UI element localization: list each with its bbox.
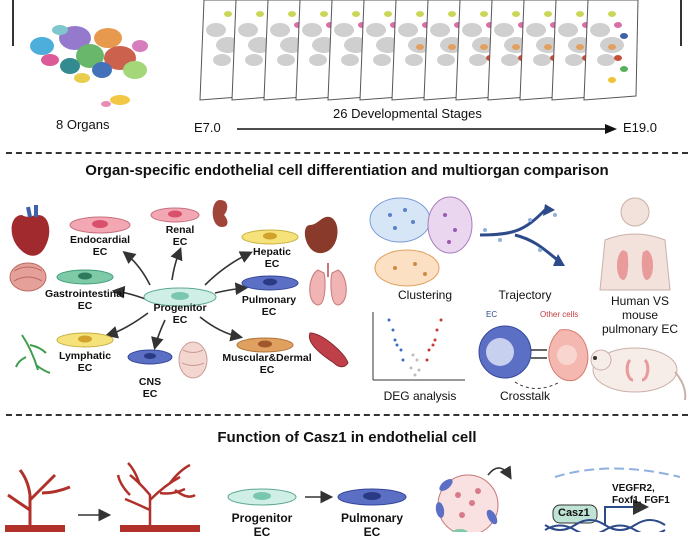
- brain-icon: [178, 341, 208, 379]
- clustering-label: Clustering: [397, 288, 453, 302]
- differentiation-diagram: [9, 200, 349, 379]
- crosstalk-icon: [478, 325, 589, 389]
- trajectory-icon: [479, 204, 565, 266]
- stages-label: 26 Developmental Stages: [333, 106, 482, 121]
- sparse-vessel-icon: [7, 469, 71, 532]
- human-vs-mouse-label: Human VS mouse pulmonary EC: [601, 294, 679, 336]
- casz1-function-diagram: [5, 462, 681, 532]
- gut-icon: [9, 262, 47, 292]
- casz1-targets-label: VEGFR2, Foxf1, FGF1: [612, 483, 670, 506]
- trajectory-label: Trajectory: [498, 288, 552, 302]
- lymphatic-vessel-icon: [15, 334, 51, 374]
- clustering-icon: [369, 196, 473, 287]
- pulmonary-ec-label: Pulmonary EC: [241, 294, 297, 318]
- section-divider-2: [6, 414, 688, 416]
- umap-8-organs-icon: [30, 25, 148, 107]
- end-stage-label: E19.0: [623, 120, 657, 135]
- lungs-icon: [309, 263, 347, 306]
- cns-ec-label: CNS EC: [138, 376, 162, 400]
- stage-panel: [583, 0, 639, 101]
- section3-title: Function of Casz1 in endothelial cell: [217, 429, 477, 446]
- analyses-diagram: [369, 196, 687, 401]
- mouse-icon: [590, 347, 687, 401]
- dense-vessel-icon: [116, 462, 196, 532]
- organs-label: 8 Organs: [56, 117, 110, 132]
- section-divider-1: [6, 152, 688, 154]
- progenitor-ec-label: Progenitor EC: [153, 302, 207, 326]
- renal-ec-label: Renal EC: [165, 224, 195, 248]
- human-body-icon: [599, 197, 671, 291]
- deg-volcano-plot-icon: [372, 312, 465, 381]
- vessel-cross-section-icon: [435, 465, 512, 532]
- hepatic-ec-label: Hepatic EC: [253, 246, 291, 270]
- deg-analysis-label: DEG analysis: [383, 389, 457, 403]
- muscular-dermal-ec-label: Muscular&Dermal EC: [222, 352, 312, 376]
- timeline-arrow-icon: [237, 124, 617, 134]
- lymphatic-ec-label: Lymphatic EC: [58, 350, 112, 374]
- gastrointestinal-ec-label: Gastrointestinal EC: [45, 288, 125, 312]
- ec-tag: EC: [486, 310, 498, 319]
- heart-icon: [11, 205, 50, 256]
- casz1-pulmonary-label: Pulmonary EC: [340, 511, 403, 539]
- frame-right-edge: [680, 0, 682, 46]
- casz1-label: Casz1: [558, 507, 590, 519]
- muscle-icon: [308, 332, 349, 368]
- crosstalk-label: Crosstalk: [499, 389, 550, 403]
- casz1-progenitor-label: Progenitor EC: [231, 511, 293, 539]
- developmental-stage-panels: [199, 0, 639, 101]
- section2-title: Organ-specific endothelial cell differen…: [85, 162, 609, 179]
- start-stage-label: E7.0: [194, 120, 221, 135]
- other-cells-tag: Other cells: [540, 310, 579, 319]
- endocardial-ec-label: Endocardial EC: [69, 234, 131, 258]
- frame-left-edge: [12, 0, 14, 46]
